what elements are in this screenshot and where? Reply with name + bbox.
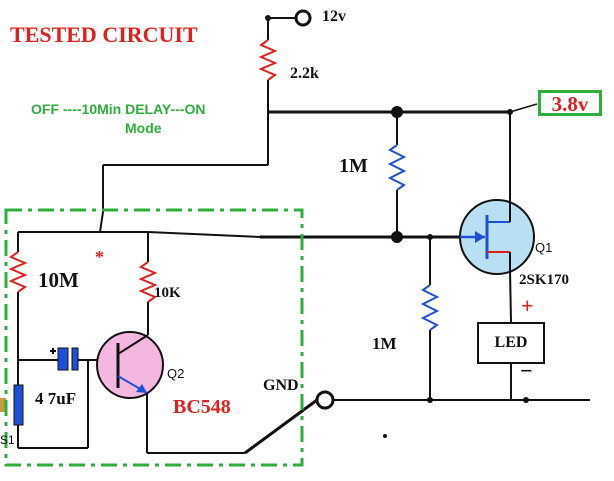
switch-s1 [13,384,24,426]
resistor-10k-label: 10K [154,285,181,301]
resistor-10m [8,251,28,293]
led-plus-sign: + [521,293,534,318]
transistor-q2-part: BC548 [173,396,231,418]
resistor-1m-top-label: 1M [339,155,368,177]
resistor-1m-bottom [420,284,440,331]
bc548-delay-section-box [4,208,304,467]
resistor-10m-label: 10M [38,268,79,292]
switch-label: S1 [0,433,15,447]
supply-terminal [294,9,312,27]
capacitor-plate-neg [71,347,79,371]
mode-label-line2: Mode [125,120,162,136]
gnd-terminal [315,390,335,410]
star-mark: * [95,247,104,267]
gate-junction [391,231,403,243]
fet-q1-ref: Q1 [535,240,553,255]
resistor-10k [138,261,158,303]
diagram-title: TESTED CIRCUIT [10,22,198,47]
led-minus-sign: − [520,358,533,383]
supply-voltage-label: 12v [322,8,346,25]
resistor-1m-bottom-label: 1M [372,334,397,353]
capacitor-plate-pos [57,347,69,371]
transistor-q2-body [96,331,164,399]
ground-label: GND [263,377,299,394]
transistor-q2-ref: Q2 [167,366,185,381]
resistor-2-2k-label: 2.2k [290,65,319,82]
led-box: LED [477,322,545,364]
capacitor-label: 4 7uF [35,389,77,408]
resistor-2-2k [258,39,278,81]
fet-q1-part: 2SK170 [519,272,570,288]
resistor-1m-top [387,144,407,191]
output-voltage-label: 3.8v [538,90,602,116]
mode-label-line1: OFF ----10Min DELAY---ON [31,101,206,117]
